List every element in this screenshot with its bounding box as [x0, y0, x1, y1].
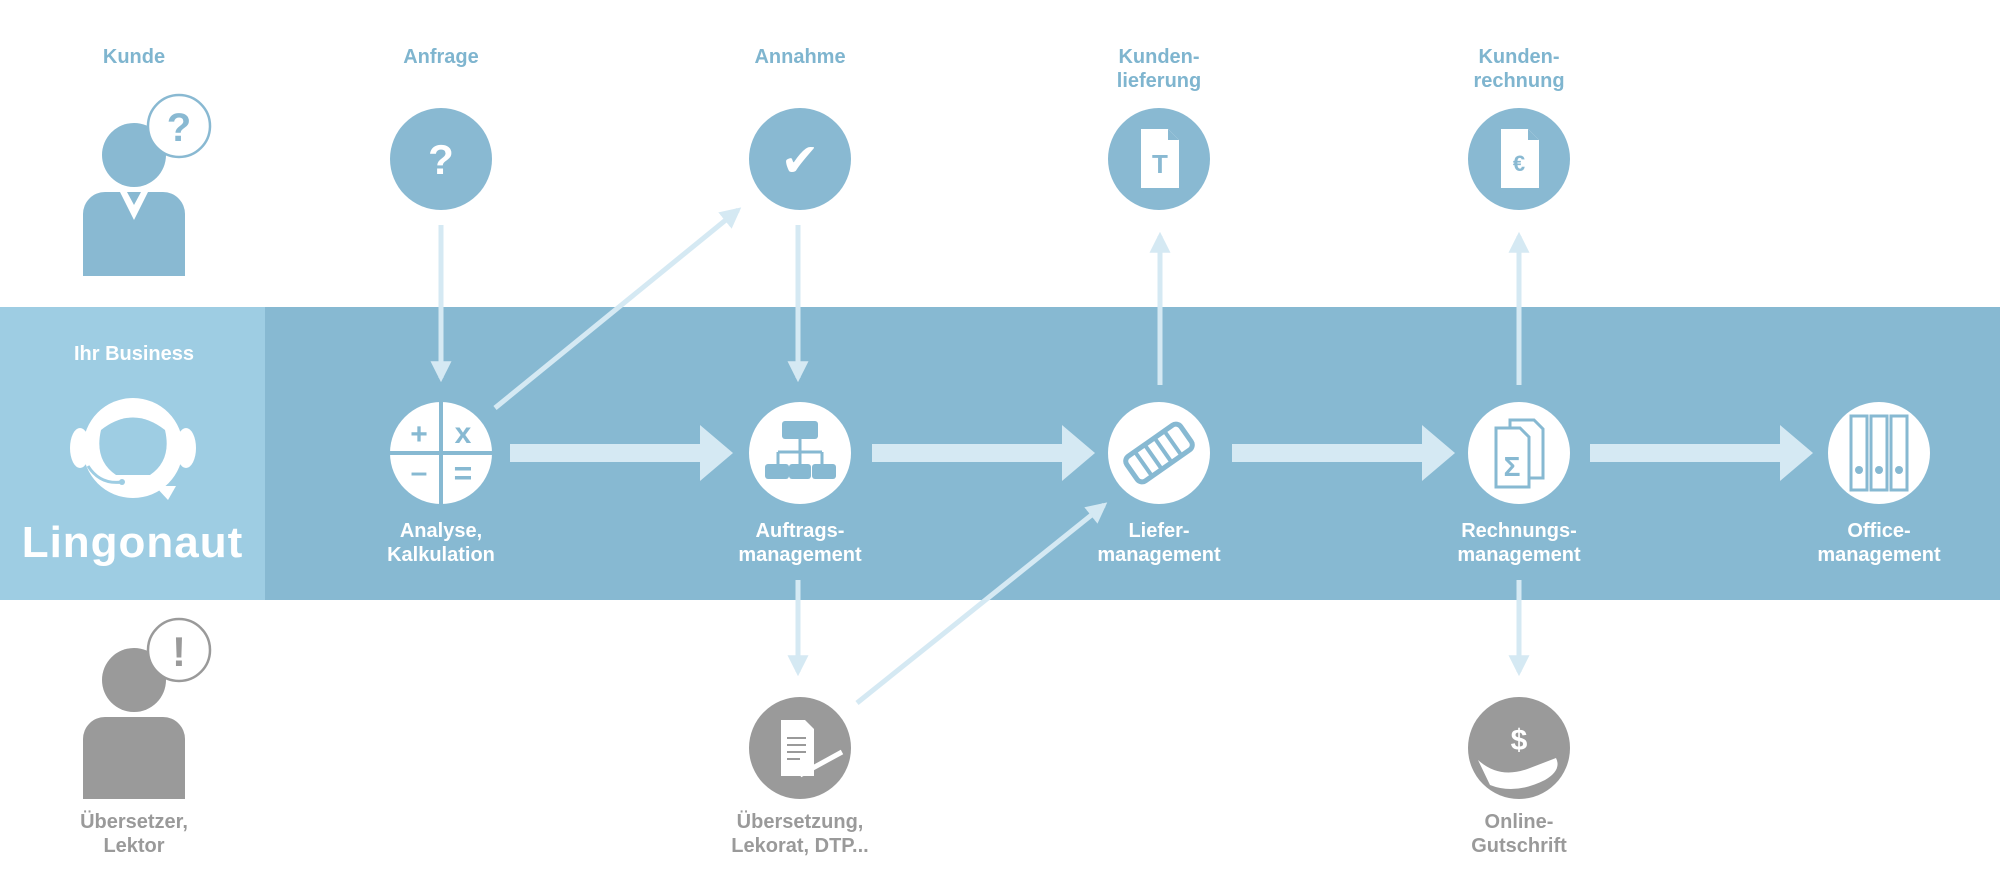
- label-liefermanagement: Liefer- management: [1049, 519, 1269, 567]
- label-kundenlieferung-line1: Kunden-: [1118, 46, 1200, 68]
- big-arrow-2: [872, 425, 1095, 481]
- label-annahme: Annahme: [754, 46, 846, 68]
- arrow-uebersetzung-liefer: [855, 502, 1108, 705]
- label-office-line1: Office-: [1847, 520, 1911, 542]
- label-ihr-business: Ihr Business: [73, 343, 195, 365]
- label-uebersetzung-line1: Übersetzung,: [736, 811, 864, 833]
- label-rechnungsmanagement: Rechnungs- management: [1409, 519, 1629, 567]
- brand-logo-text: Lingonaut: [21, 518, 244, 567]
- big-arrow-3: [1232, 425, 1455, 481]
- label-rechnung-line1: Rechnungs-: [1461, 520, 1577, 542]
- label-kundenlieferung: Kunden- lieferung: [1049, 45, 1269, 93]
- label-auftrag-line2: management: [738, 544, 862, 566]
- label-analyse: Analyse, Kalkulation: [331, 519, 551, 567]
- minus-glyph: –: [411, 456, 428, 489]
- label-kundenrechnung-line1: Kunden-: [1478, 46, 1560, 68]
- astronaut-helmet-icon: [70, 398, 196, 500]
- label-uebersetzer-line2: Lektor: [103, 835, 165, 857]
- label-uebersetzung: Übersetzung, Lekorat, DTP...: [690, 810, 910, 858]
- document-pen-icon: [749, 697, 851, 799]
- anfrage-glyph: ?: [428, 136, 454, 183]
- big-arrow-4: [1590, 425, 1813, 481]
- euro-document-icon: €: [1468, 108, 1570, 210]
- checkmark-icon: ✔: [749, 108, 851, 210]
- hand-dollar-icon: $: [1468, 697, 1570, 799]
- sum-documents-icon: Σ: [1468, 402, 1570, 504]
- label-online-gutschrift: Online- Gutschrift: [1409, 810, 1629, 858]
- arrow-analyse-annahme: [493, 207, 742, 410]
- label-analyse-line2: Kalkulation: [387, 544, 495, 566]
- label-liefer-line2: management: [1097, 544, 1221, 566]
- translator-exclamation-glyph: !: [172, 628, 186, 675]
- label-kundenrechnung-line2: rechnung: [1473, 70, 1565, 92]
- kundenrechnung-glyph: €: [1513, 151, 1525, 176]
- label-online-line2: Gutschrift: [1471, 835, 1567, 857]
- big-arrow-1: [510, 425, 733, 481]
- label-liefer-line1: Liefer-: [1128, 520, 1190, 542]
- text-document-icon: T: [1108, 108, 1210, 210]
- label-uebersetzer-line1: Übersetzer,: [80, 811, 188, 833]
- label-kundenlieferung-line2: lieferung: [1116, 70, 1202, 92]
- handshake-icon: [1108, 402, 1210, 504]
- label-kundenrechnung: Kunden- rechnung: [1409, 45, 1629, 93]
- plus-glyph: +: [410, 418, 428, 451]
- sigma-glyph: Σ: [1504, 451, 1521, 482]
- label-kunde: Kunde: [102, 46, 166, 68]
- label-rechnung-line2: management: [1457, 544, 1581, 566]
- customer-question-icon: ?: [83, 93, 212, 276]
- label-online-line1: Online-: [1484, 811, 1554, 833]
- binders-icon: [1828, 402, 1930, 504]
- label-uebersetzung-line2: Lekorat, DTP...: [731, 835, 869, 857]
- label-auftragsmanagement: Auftrags- management: [690, 519, 910, 567]
- customer-question-glyph: ?: [167, 106, 191, 150]
- label-analyse-line1: Analyse,: [399, 520, 483, 542]
- org-chart-icon: [749, 402, 851, 504]
- label-auftrag-line1: Auftrags-: [755, 520, 845, 542]
- calculator-icon: + x – =: [390, 402, 492, 504]
- label-office-line2: management: [1817, 544, 1941, 566]
- dollar-glyph: $: [1511, 724, 1528, 757]
- translator-exclamation-icon: !: [83, 617, 212, 799]
- question-icon: ?: [390, 108, 492, 210]
- annahme-glyph: ✔: [781, 134, 820, 186]
- label-officemanagement: Office- management: [1769, 519, 1989, 567]
- times-glyph: x: [455, 417, 472, 450]
- label-uebersetzer: Übersetzer, Lektor: [24, 810, 244, 858]
- label-anfrage: Anfrage: [403, 46, 479, 68]
- kundenlieferung-glyph: T: [1152, 149, 1168, 179]
- equals-glyph: =: [454, 455, 473, 491]
